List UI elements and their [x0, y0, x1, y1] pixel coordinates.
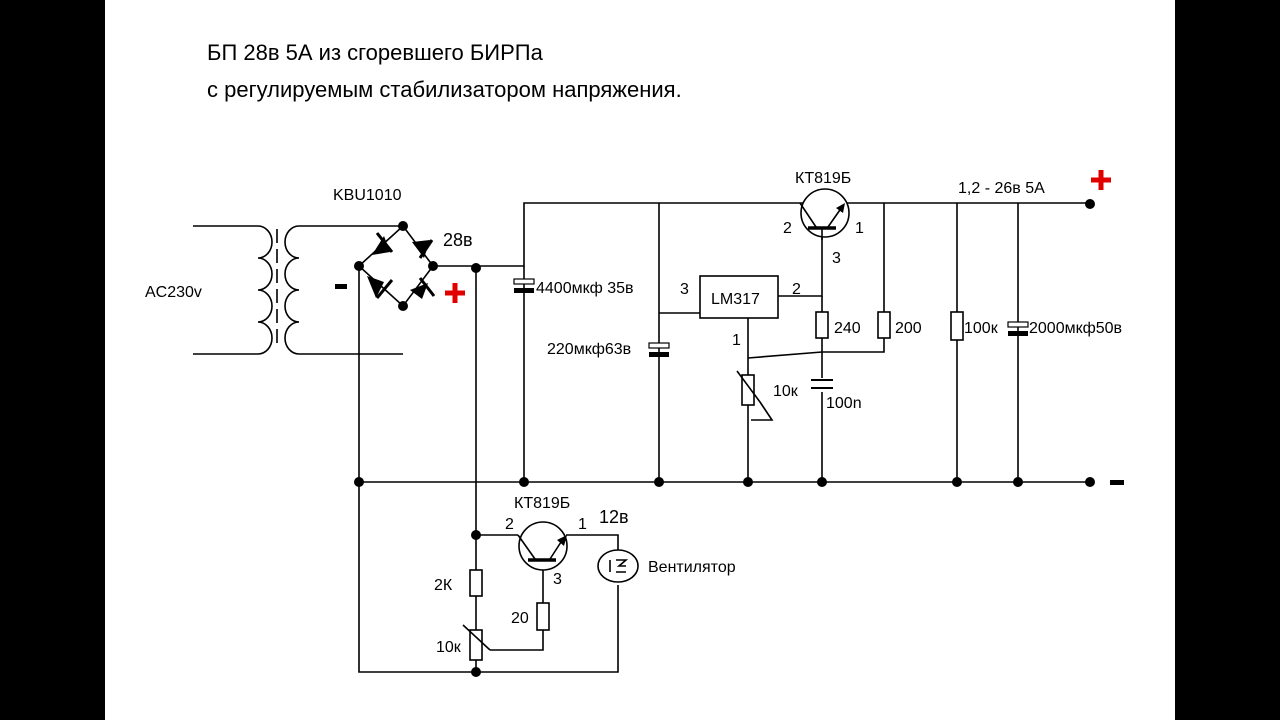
lm317-box [699, 275, 779, 319]
resistor-20-label: 20 [511, 610, 529, 627]
transformer-secondary-winding [284, 225, 403, 355]
lm317-pin-adj: 1 [732, 332, 741, 349]
input-voltage-label: AC230v [145, 284, 202, 301]
resistor-2k [469, 569, 483, 597]
title-line-2: с регулируемым стабилизатором напряжения… [207, 77, 682, 102]
pot-10k-label: 10к [773, 383, 799, 400]
resistor-100k [950, 311, 964, 341]
lm317-pin-out: 2 [792, 281, 801, 298]
fan-transistor-pin-b: 3 [553, 571, 562, 588]
bridge-part-label: KBU1010 [333, 187, 402, 204]
output-plus-icon [1091, 170, 1111, 190]
potentiometer-10k [736, 370, 774, 421]
capacitor-100n [806, 378, 833, 392]
bridge-voltage-label: 28в [443, 230, 473, 250]
diode-bar [418, 239, 434, 259]
capacitor-4400 [513, 278, 535, 293]
resistor-240 [815, 311, 829, 339]
bridge-rectifier [354, 221, 438, 311]
wires [358, 202, 1090, 673]
pass-transistor-label: КТ819Б [795, 170, 851, 187]
resistor-2k-label: 2К [434, 577, 453, 594]
bridge-plus-icon [445, 283, 465, 303]
junction-dot [398, 221, 408, 231]
cap-100n-label: 100n [826, 395, 862, 412]
fan-transistor-pin-c: 2 [505, 516, 514, 533]
cap-220-label: 220мкф63в [547, 341, 631, 358]
pass-transistor-pin-b: 3 [832, 250, 841, 267]
diode-icon [372, 236, 390, 255]
fan-transistor-label: КТ819Б [514, 495, 570, 512]
fan-transistor-pin-e: 1 [578, 516, 587, 533]
pass-transistor [799, 188, 850, 240]
resistor-20 [536, 602, 550, 631]
transformer [193, 225, 403, 355]
pass-transistor-pin-c: 2 [783, 220, 792, 237]
cap-2000-label: 2000мкф50в [1029, 320, 1122, 337]
schematic-sheet [105, 0, 1175, 720]
bridge-minus-icon [335, 284, 347, 289]
diode-icon [367, 276, 384, 298]
output-minus-icon [1110, 480, 1124, 485]
cap-4400-label: 4400мкф 35в [536, 280, 634, 297]
ground-junctions [354, 263, 1023, 677]
output-plus-terminal[interactable] [1085, 199, 1095, 209]
fan-label: Вентилятор [648, 559, 736, 576]
capacitor-220 [648, 342, 670, 357]
junction-dot [398, 301, 408, 311]
fan-pot-label: 10к [436, 639, 462, 656]
resistor-240-label: 240 [834, 320, 861, 337]
capacitor-2000 [1007, 321, 1029, 336]
diode-icon [412, 240, 430, 258]
title-line-1: БП 28в 5А из сгоревшего БИРПа [207, 40, 543, 65]
resistor-200-label: 200 [895, 320, 922, 337]
output-minus-terminal[interactable] [1085, 477, 1095, 487]
resistor-200 [877, 311, 891, 339]
fan-voltage-label: 12в [599, 507, 629, 527]
fan-transistor [517, 521, 568, 571]
diode-bar [418, 277, 436, 297]
lm317-label: LM317 [711, 291, 760, 308]
pass-transistor-pin-e: 1 [855, 220, 864, 237]
transformer-primary-winding [193, 225, 273, 355]
diode-bar [375, 232, 394, 253]
resistor-100k-label: 100к [964, 320, 999, 337]
output-voltage-label: 1,2 - 26в 5А [958, 180, 1045, 197]
fan-potentiometer-10k [462, 624, 491, 661]
diode-bar [375, 279, 394, 299]
fan-motor-icon [597, 549, 639, 583]
diode-icon [410, 283, 428, 299]
lm317-pin-in: 3 [680, 281, 689, 298]
